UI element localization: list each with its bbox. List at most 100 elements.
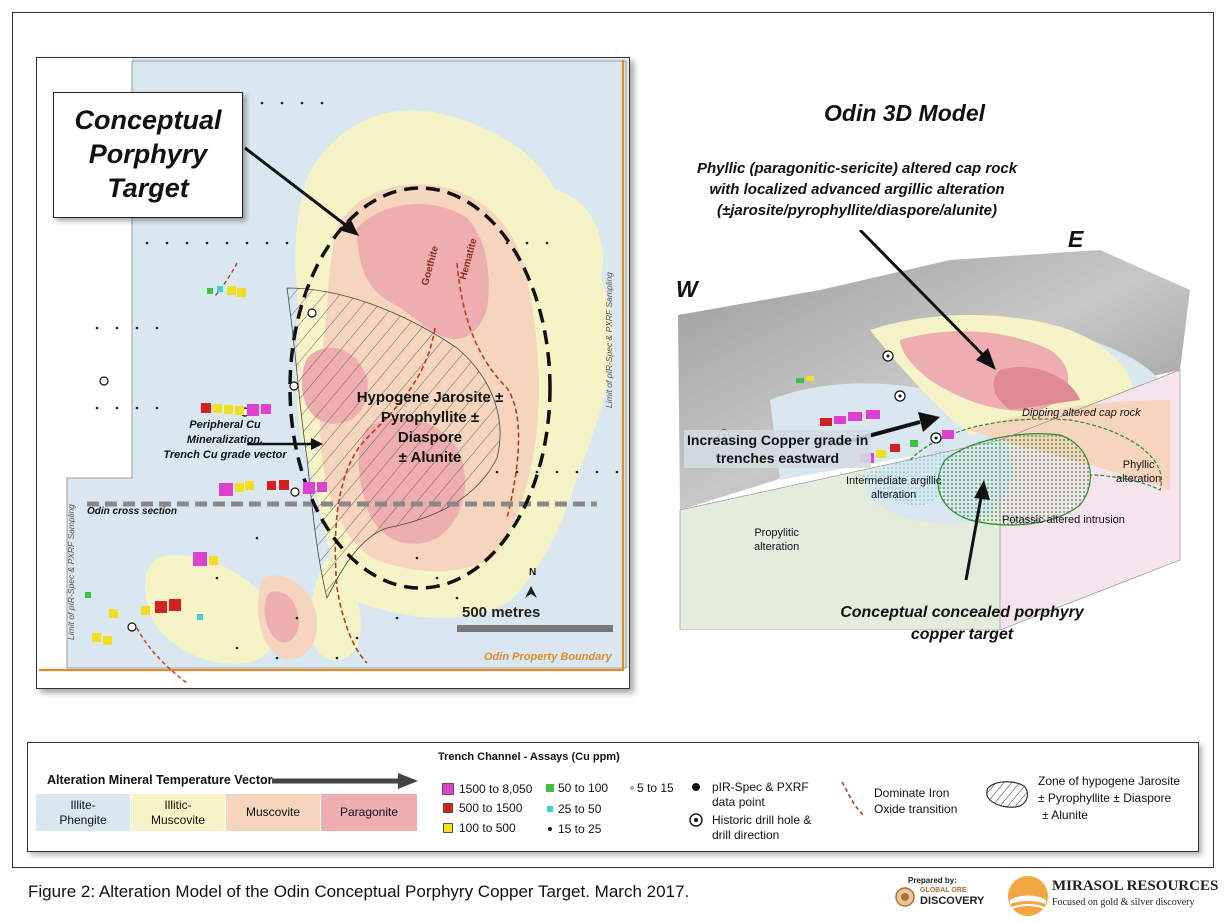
swatch-2-line-2: Muscovite [150, 812, 206, 827]
iron-oxide-label: Dominate Iron Oxide transition [874, 785, 957, 817]
hypogene-hatch-zone [286, 287, 501, 600]
peripheral-cu-label: Peripheral Cu Mineralization, Trench Cu … [140, 418, 310, 463]
zone-line-2: ± Pyrophyllite ± Diaspore [1038, 791, 1172, 805]
assay-swatch-5 [547, 806, 553, 812]
assay-swatch-7 [630, 786, 634, 790]
swatch-muscovite: Muscovite [226, 794, 320, 831]
peripheral-line-3: Trench Cu grade vector [163, 449, 287, 461]
map-graphics [37, 58, 629, 688]
swatch-1-line-2: Phengite [59, 812, 107, 827]
vector-arrow-icon [272, 773, 418, 789]
west-label: W [676, 276, 698, 302]
intermediate-line-2: alteration [871, 489, 917, 501]
mirasol-tagline: Focused on gold & silver discovery [1052, 897, 1195, 908]
phyllic-alt-line-1: Phyllic [1122, 459, 1155, 471]
pir-line-1: pIR-Spec & PXRF [712, 780, 809, 794]
assay-label-1: 1500 to 8,050 [459, 782, 533, 796]
intermediate-line-1: Intermediate argillic [846, 475, 942, 487]
peripheral-line-2: Mineralization, [186, 434, 264, 446]
hypogene-zone-icon [986, 781, 1029, 808]
hypogene-line-1: Hypogene Jarosite ± [356, 389, 504, 406]
paragonite-zone [357, 204, 489, 339]
increasing-grade-label: Increasing Copper grade in trenches east… [684, 430, 872, 468]
callout-line-1: Conceptual [74, 105, 222, 135]
drill-line-1: Historic drill hole & [712, 813, 812, 827]
3d-model-graphic [678, 230, 1190, 630]
dipping-cap-label: Dipping altered cap rock [1022, 407, 1141, 419]
alteration-map [36, 57, 630, 689]
potassic-label: Potassic altered intrusion [1002, 514, 1125, 526]
assay-label-5: 25 to 50 [558, 802, 602, 816]
assay-label-3: 100 to 500 [459, 821, 516, 835]
pir-label: pIR-Spec & PXRF data point [712, 780, 809, 810]
propylitic-label: Propylitic alteration [754, 526, 799, 554]
global-ore-logo-icon [895, 887, 915, 907]
swatch-illite-phengite: Illite-Phengite [36, 794, 130, 831]
iron-line-2: Oxide transition [874, 802, 958, 816]
iron-line-1: Dominate Iron [874, 786, 950, 800]
concealed-target-label: Conceptual concealed porphyry copper tar… [812, 602, 1112, 646]
assay-swatch-1 [442, 783, 454, 795]
mirasol-label: MIRASOL RESOURCES [1052, 878, 1219, 894]
mirasol-logo-icon [1008, 876, 1048, 916]
pir-point-icon [692, 783, 700, 791]
model-title: Odin 3D Model [824, 100, 985, 126]
zone-line-1: Zone of hypogene Jarosite [1038, 774, 1181, 788]
scale-bar [457, 625, 613, 632]
intermediate-argillic-label: Intermediate argillic alteration [846, 474, 941, 502]
phyllic-cap-line-2: with localized advanced argillic alterat… [709, 181, 1005, 198]
boundary-label: Odin Property Boundary [484, 651, 612, 663]
propylitic-line-2: alteration [754, 541, 800, 553]
hypogene-line-4: ± Alunite [398, 449, 462, 466]
swatch-4-line-1: Paragonite [339, 805, 399, 819]
oxide-transition-icon [841, 781, 865, 817]
north-label: N [529, 567, 537, 578]
concealed-line-1: Conceptual concealed porphyry [840, 604, 1084, 621]
increasing-line-1: Increasing Copper grade in [687, 432, 869, 448]
concealed-line-2: copper target [910, 626, 1014, 643]
swatch-1-line-1: Illite- [70, 797, 96, 812]
trench-title: Trench Channel - Assays (Cu ppm) [438, 751, 620, 763]
swatch-illitic-muscovite: Illitic-Muscovite [131, 794, 225, 831]
phyllic-alt-line-2: alteration [1116, 473, 1162, 485]
assay-swatch-2 [443, 803, 453, 813]
callout-line-2: Porphyry [88, 139, 208, 169]
conceptual-target-ellipse [288, 186, 552, 590]
drill-hole-icon [689, 813, 703, 827]
global-ore-label: GLOBAL ORE [920, 887, 967, 894]
swatch-2-line-1: Illitic- [164, 797, 192, 812]
prepared-by-label: Prepared by: [908, 876, 957, 885]
phyllic-cap-line-1: Phyllic (paragonitic-sericite) altered c… [696, 160, 1018, 177]
assay-label-7: 5 to 15 [637, 781, 674, 795]
drill-line-2: drill direction [712, 828, 780, 842]
peripheral-line-1: Peripheral Cu [189, 419, 261, 431]
cross-section-label: Odin cross section [87, 506, 178, 517]
callout-line-3: Target [107, 173, 189, 203]
assay-swatch-6 [548, 827, 552, 831]
north-arrow [525, 586, 537, 598]
assay-swatch-4 [546, 784, 554, 792]
phyllic-cap-label: Phyllic (paragonitic-sericite) altered c… [672, 158, 1042, 221]
scale-label: 500 metres [462, 604, 541, 621]
iron-oxide-transition-line [334, 327, 436, 664]
porphyry-target-body [937, 433, 1091, 526]
assay-swatch-3 [443, 823, 453, 833]
discovery-label: DISCOVERY [920, 895, 985, 907]
increasing-line-2: trenches eastward [716, 450, 840, 466]
sampling-limit-label-right: Limit of pIR-Spec & PXRF Sampling [604, 272, 614, 408]
trench-assays [85, 286, 327, 645]
vector-title: Alteration Mineral Temperature Vector [47, 773, 273, 787]
swatch-3-line-1: Muscovite [245, 805, 301, 819]
assay-label-4: 50 to 100 [558, 781, 609, 795]
propylitic-line-1: Propylitic [754, 527, 799, 539]
hypogene-line-3: Diaspore [397, 429, 463, 446]
hypogene-zone-label: Zone of hypogene Jarosite ± Pyrophyllite… [1038, 773, 1180, 824]
conceptual-target-callout: Conceptual Porphyry Target [53, 92, 243, 218]
zone-line-3: ± Alunite [1042, 808, 1088, 822]
assay-label-2: 500 to 1500 [459, 801, 523, 815]
swatch-paragonite: Paragonite [321, 794, 417, 831]
figure-caption: Figure 2: Alteration Model of the Odin C… [28, 882, 690, 901]
assay-label-6: 15 to 25 [558, 822, 602, 836]
sampling-limit-label-left: Limit of pIR-Spec & PXRF Sampling [66, 504, 76, 640]
drill-label: Historic drill hole & drill direction [712, 813, 811, 843]
